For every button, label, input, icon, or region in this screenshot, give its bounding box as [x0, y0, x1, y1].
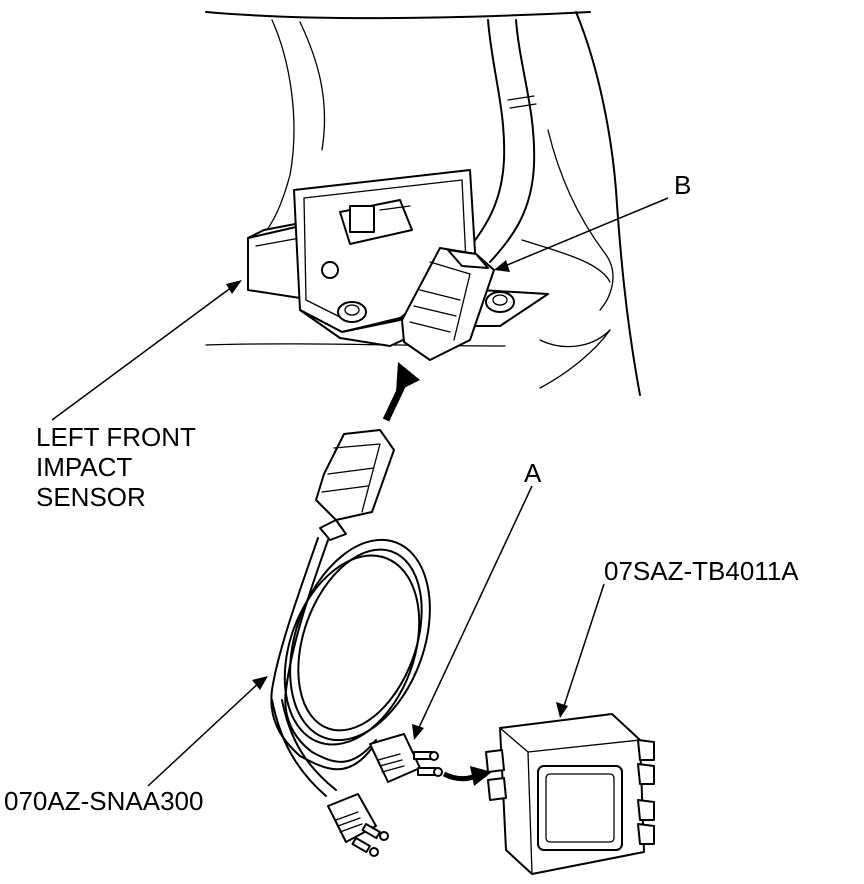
label-harness-part: 070AZ-SNAA300: [4, 786, 204, 816]
connector-b: [401, 247, 495, 361]
test-harness-coil: [270, 537, 431, 797]
vehicle-harness: [465, 19, 537, 263]
label-sensor-line3: SENSOR: [36, 482, 146, 512]
label-tool-part: 07SAZ-TB4011A: [604, 556, 799, 586]
label-sensor-line1: LEFT FRONT: [36, 422, 196, 452]
connection-arrow-b: [382, 362, 420, 422]
tool-box: [485, 713, 655, 875]
label-sensor-line2: IMPACT: [36, 452, 133, 482]
plug-a: [369, 733, 443, 783]
body-panel-outline: [205, 11, 641, 396]
plug-lower: [327, 793, 389, 857]
connection-arrow-a: [442, 766, 492, 786]
callout-b: B: [674, 170, 692, 200]
leader-lines: [51, 197, 669, 787]
harness-plug-upper: [315, 429, 395, 541]
callout-a: A: [524, 458, 542, 488]
